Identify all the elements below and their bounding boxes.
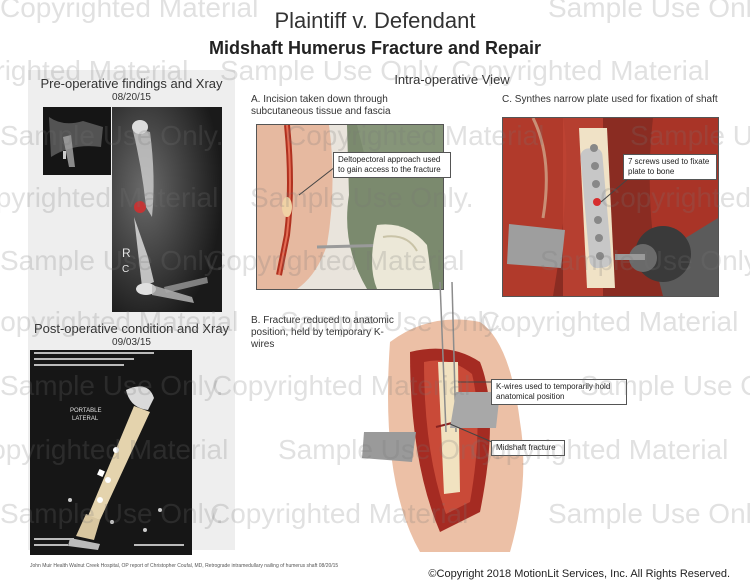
postop-xray-image: PORTABLE LATERAL	[30, 350, 192, 555]
preop-date: 08/20/15	[112, 92, 151, 103]
xray-marker-c: C	[122, 264, 129, 275]
page-subtitle: Midshaft Humerus Fracture and Repair	[208, 38, 542, 58]
preop-heading: Pre-operative findings and Xray	[40, 76, 223, 91]
step-b-caption: B. Fracture reduced to anatomic position…	[251, 315, 394, 350]
preop-xray-image: R C	[112, 107, 222, 312]
page-title: Plaintiff v. Defendant	[274, 8, 476, 33]
postop-date: 09/03/15	[112, 337, 151, 348]
step-a-illustration	[256, 124, 444, 290]
watermark-text: Sample Use Only.	[548, 498, 750, 529]
preop-xray-inset	[43, 107, 111, 175]
copyright-notice: ©Copyright 2018 MotionLit Services, Inc.…	[428, 568, 730, 580]
intraop-heading: Intra-operative View	[394, 72, 510, 87]
source-footnote: John Muir Health Walnut Creek Hospital, …	[30, 563, 339, 569]
postop-heading: Post-operative condition and Xray	[33, 321, 230, 336]
step-a-callout: Deltopectoral approach used to gain acce…	[333, 152, 451, 178]
step-c-caption: C. Synthes narrow plate used for fixatio…	[502, 94, 718, 105]
step-b-callout-fracture: Midshaft fracture	[491, 440, 565, 456]
step-b-callout-wires: K-wires used to temporarily hold anatomi…	[491, 379, 627, 405]
step-a-caption: A. Incision taken down through subcutane…	[251, 94, 391, 117]
xray-marker-r: R	[122, 246, 131, 260]
step-c-illustration	[502, 117, 719, 297]
postop-xray-label-lateral: LATERAL	[72, 416, 99, 422]
step-b-illustration	[360, 281, 545, 552]
postop-xray-label-portable: PORTABLE	[70, 408, 101, 414]
step-c-callout: 7 screws used to fixate plate to bone	[623, 154, 717, 180]
